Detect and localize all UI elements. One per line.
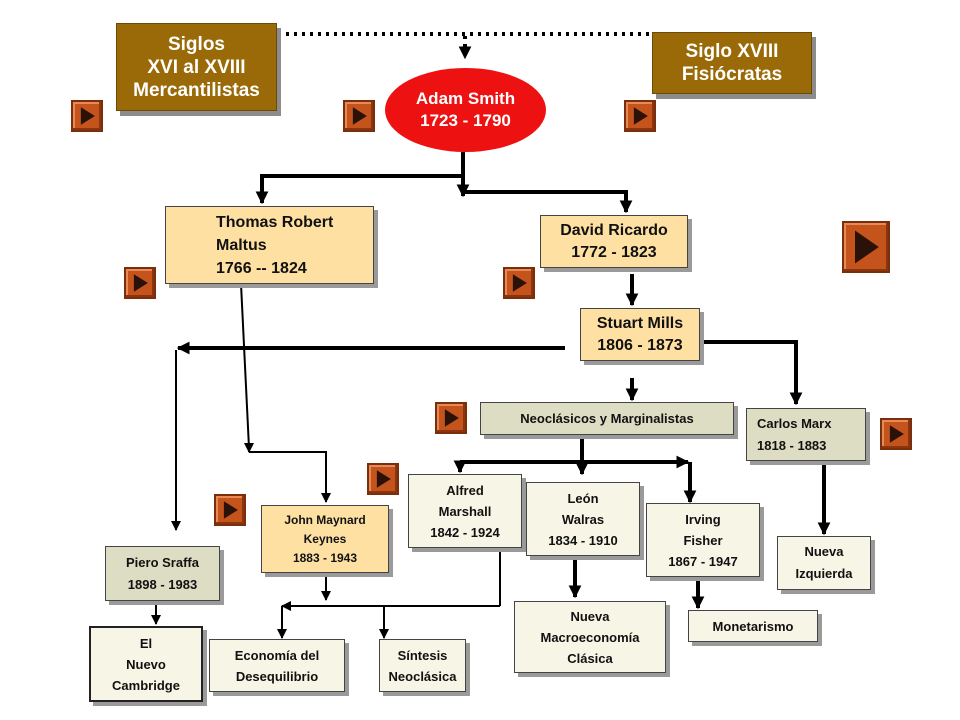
play-arrow-icon xyxy=(855,230,879,264)
marx-box[interactable]: Carlos Marx 1818 - 1883 xyxy=(746,408,866,461)
to-ricardo xyxy=(463,190,633,214)
mills-box[interactable]: Stuart Mills 1806 - 1873 xyxy=(580,308,700,361)
marshall-box[interactable]: Alfred Marshall 1842 - 1924 xyxy=(408,474,522,548)
malthus-down xyxy=(240,283,254,453)
nav-button-fisiocratas[interactable] xyxy=(624,100,656,132)
play-arrow-icon xyxy=(352,107,367,125)
malthus-to-keynes xyxy=(249,451,331,503)
nav-button-neoclasicos[interactable] xyxy=(435,402,467,434)
to-malthus xyxy=(255,174,463,205)
play-arrow-icon xyxy=(512,274,527,292)
nav-button-ricardo[interactable] xyxy=(503,267,535,299)
play-arrow-icon xyxy=(376,470,391,488)
play-arrow-icon xyxy=(133,274,148,292)
nav-button-marshall[interactable] xyxy=(367,463,399,495)
fisher-box[interactable]: Irving Fisher 1867 - 1947 xyxy=(646,503,760,577)
nav-button-malthus[interactable] xyxy=(124,267,156,299)
adam-smith-node[interactable]: Adam Smith 1723 - 1790 xyxy=(385,68,546,152)
mills-to-marx xyxy=(702,340,803,406)
desequilibrio-box[interactable]: Economía del Desequilibrio xyxy=(209,639,345,692)
play-arrow-icon xyxy=(223,501,238,519)
malthus-box[interactable]: Thomas Robert Maltus 1766 -- 1824 xyxy=(165,206,374,284)
nueva-macro-box[interactable]: Nueva Macroeconomía Clásica xyxy=(514,601,666,673)
cambridge-box[interactable]: El Nuevo Cambridge xyxy=(89,626,203,702)
keynes-box[interactable]: John Maynard Keynes 1883 - 1943 xyxy=(261,505,389,573)
nueva-izquierda-box[interactable]: Nueva Izquierda xyxy=(777,536,871,590)
neoclasicos-box[interactable]: Neoclásicos y Marginalistas xyxy=(480,402,734,435)
ricardo-box[interactable]: David Ricardo 1772 - 1823 xyxy=(540,215,688,268)
nav-button-marx[interactable] xyxy=(880,418,912,450)
nav-button-mercantilistas[interactable] xyxy=(71,100,103,132)
play-arrow-icon xyxy=(633,107,648,125)
nav-button-keynes[interactable] xyxy=(214,494,246,526)
play-arrow-icon xyxy=(889,425,904,443)
fisiocratas-box[interactable]: Siglo XVIII Fisiócratas xyxy=(652,32,812,94)
sintesis-box[interactable]: Síntesis Neoclásica xyxy=(379,639,466,692)
monetarismo-box[interactable]: Monetarismo xyxy=(688,610,818,642)
nav-button-main[interactable] xyxy=(842,221,890,273)
walras-box[interactable]: León Walras 1834 - 1910 xyxy=(526,482,640,556)
play-arrow-icon xyxy=(80,107,95,125)
sraffa-box[interactable]: Piero Sraffa 1898 - 1983 xyxy=(105,546,220,601)
mercantilistas-box[interactable]: Siglos XVI al XVIII Mercantilistas xyxy=(116,23,277,111)
play-arrow-icon xyxy=(444,409,459,427)
nav-button-smith[interactable] xyxy=(343,100,375,132)
